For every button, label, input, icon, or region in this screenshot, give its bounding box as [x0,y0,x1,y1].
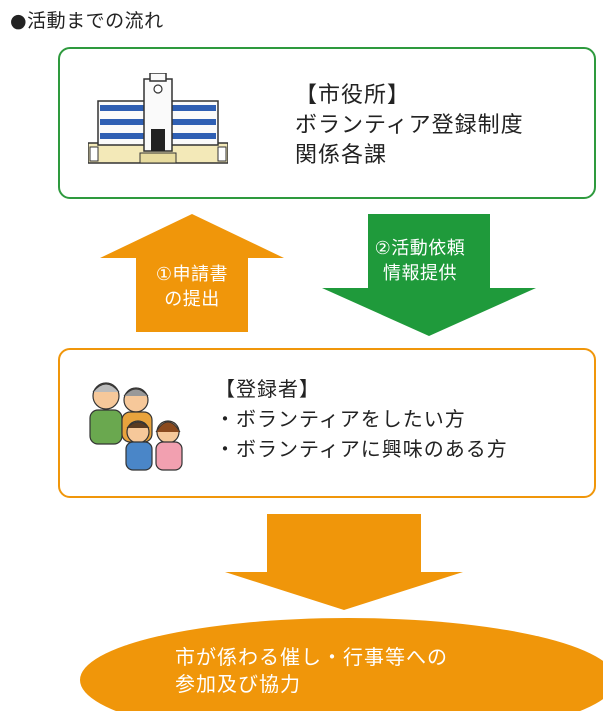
city-hall-building-icon [88,73,228,164]
family-people-icon [89,382,183,471]
submit-application-label: ①申請書 の提出 [155,264,229,310]
participation-arrow [225,514,463,610]
participation-ellipse [80,618,603,711]
submit-application-arrow [100,214,284,332]
participation-text: 市が係わる催し・行事等への 参加及び協力 [175,645,448,696]
city-hall-text: 【市役所】 ボランティア登録制度 関係各課 [295,81,524,171]
activity-request-label: ②活動依頼 情報提供 [374,238,466,284]
registrant-text: 【登録者】 ・ボランティアをしたい方 ・ボランティアに興味のある方 [215,374,508,464]
registrant-line: ・ボランティアに興味のある方 [215,437,508,461]
registrant-line: ・ボランティアをしたい方 [215,407,466,431]
registrant-box: 【登録者】 ・ボランティアをしたい方 ・ボランティアに興味のある方 [58,348,596,498]
city-hall-title: 【市役所】 [295,83,411,108]
registrant-title: 【登録者】 [215,377,320,401]
city-hall-line: 関係各課 [295,143,388,168]
city-hall-line: ボランティア登録制度 [295,113,524,138]
city-hall-box: 【市役所】 ボランティア登録制度 関係各課 [58,47,596,199]
flow-heading: ●活動までの流れ [10,10,164,32]
activity-request-arrow [322,214,536,336]
